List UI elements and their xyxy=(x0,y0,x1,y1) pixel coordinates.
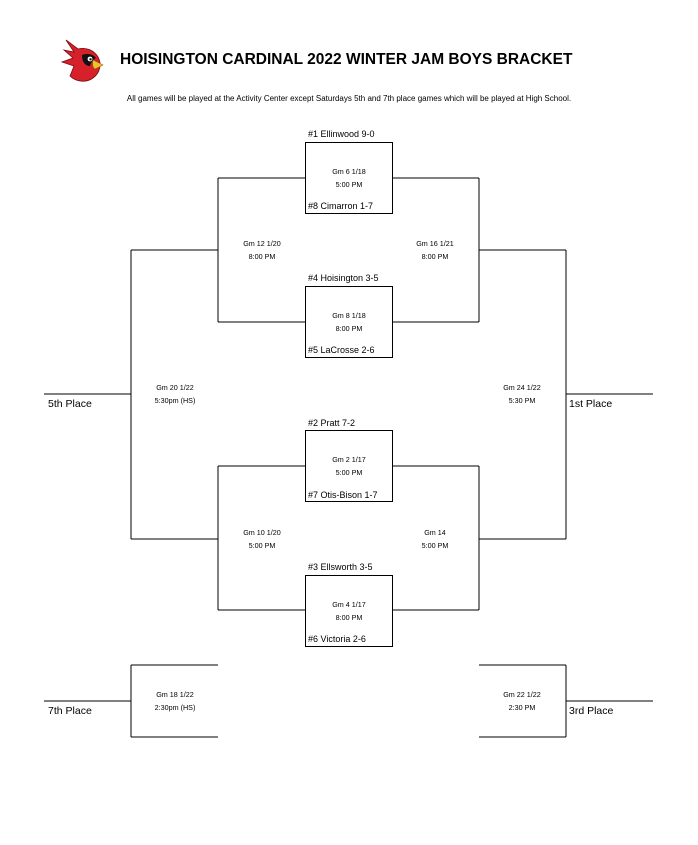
game-box-gm8 xyxy=(305,286,393,358)
page-subtitle: All games will be played at the Activity… xyxy=(126,94,572,103)
game-20-time: 5:30pm (HS) xyxy=(154,396,196,405)
team-6-victoria: #6 Victoria 2-6 xyxy=(308,634,366,644)
page-title: HOISINGTON CARDINAL 2022 WINTER JAM BOYS… xyxy=(120,51,573,68)
place-7th: 7th Place xyxy=(48,705,92,717)
game-box-gm2 xyxy=(305,430,393,502)
team-7-otis-bison: #7 Otis-Bison 1-7 xyxy=(308,490,378,500)
game-14-time: 5:00 PM xyxy=(421,541,449,550)
game-10-time: 5:00 PM xyxy=(248,541,276,550)
game-10-label: Gm 10 1/20 xyxy=(243,528,281,537)
game-16-label: Gm 16 1/21 xyxy=(416,239,454,248)
game-12-label: Gm 12 1/20 xyxy=(243,239,281,248)
game-22-label: Gm 22 1/22 xyxy=(503,690,541,699)
game-18-time: 2:30pm (HS) xyxy=(154,703,196,712)
place-3rd: 3rd Place xyxy=(569,705,614,717)
team-8-cimarron: #8 Cimarron 1-7 xyxy=(308,201,374,211)
game-6-label: Gm 6 1/18 xyxy=(332,167,366,176)
cardinal-head-icon xyxy=(60,39,104,82)
team-3-ellsworth: #3 Ellsworth 3-5 xyxy=(308,562,373,572)
game-8-time: 8:00 PM xyxy=(335,324,363,333)
game-18-label: Gm 18 1/22 xyxy=(156,690,194,699)
place-1st: 1st Place xyxy=(569,398,613,410)
game-14-label: Gm 14 xyxy=(424,528,446,537)
game-20-label: Gm 20 1/22 xyxy=(156,383,194,392)
game-2-time: 5:00 PM xyxy=(335,468,363,477)
game-22-time: 2:30 PM xyxy=(508,703,536,712)
game-box-gm6 xyxy=(305,142,393,214)
game-4-label: Gm 4 1/17 xyxy=(332,600,366,609)
team-1-ellinwood: #1 Ellinwood 9-0 xyxy=(308,129,375,139)
game-2-label: Gm 2 1/17 xyxy=(332,455,366,464)
game-6-time: 5:00 PM xyxy=(335,180,363,189)
game-8-label: Gm 8 1/18 xyxy=(332,311,366,320)
game-12-time: 8:00 PM xyxy=(248,252,276,261)
place-5th: 5th Place xyxy=(48,398,92,410)
team-2-pratt: #2 Pratt 7-2 xyxy=(308,418,356,428)
game-4-time: 8:00 PM xyxy=(335,613,363,622)
game-24-label: Gm 24 1/22 xyxy=(503,383,541,392)
game-16-time: 8:00 PM xyxy=(421,252,449,261)
game-box-gm4 xyxy=(305,575,393,647)
game-24-time: 5:30 PM xyxy=(508,396,536,405)
team-4-hoisington: #4 Hoisington 3-5 xyxy=(308,273,379,283)
team-5-lacrosse: #5 LaCrosse 2-6 xyxy=(308,345,375,355)
